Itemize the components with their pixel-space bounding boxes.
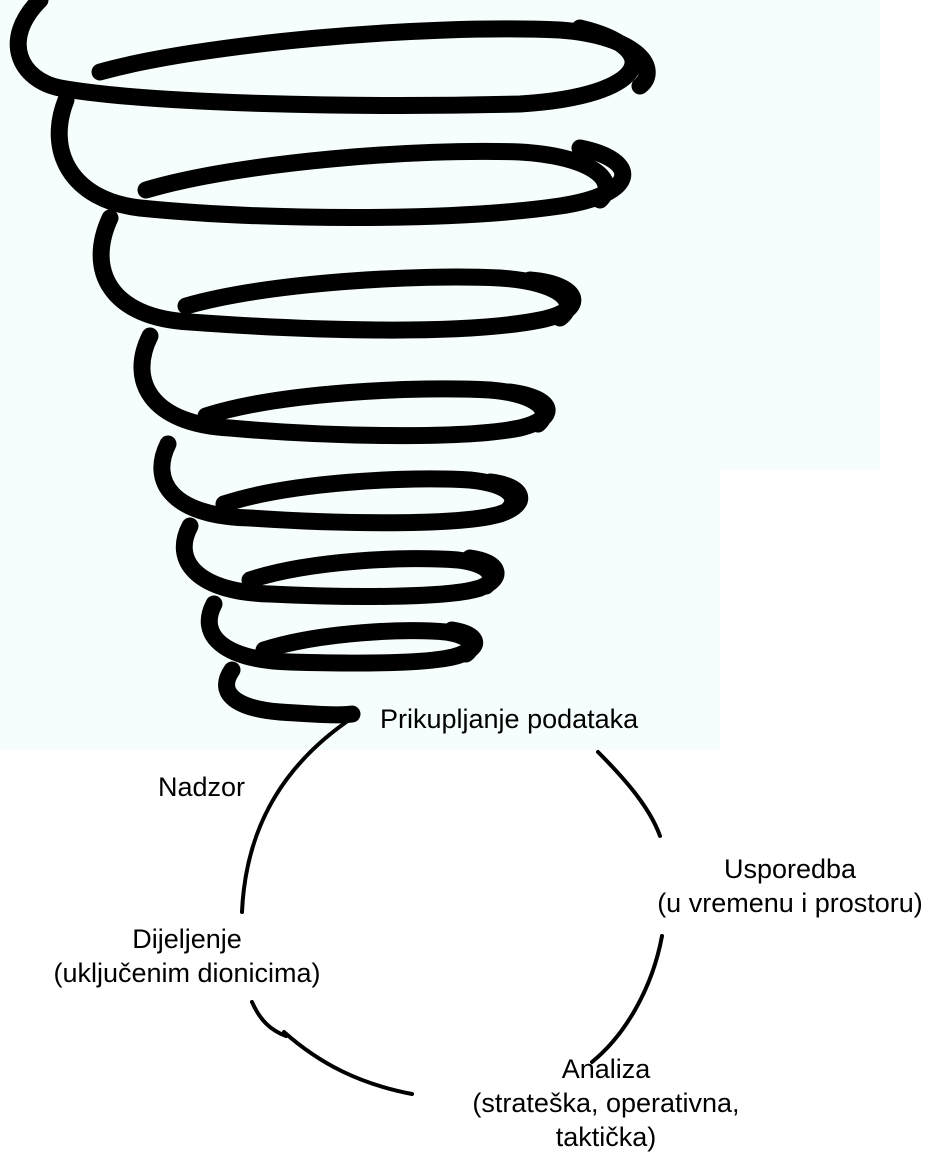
label-sharing: Dijeljenje (uključenim dionicima) bbox=[14, 922, 360, 990]
label-sharing-subtitle: (uključenim dionicima) bbox=[14, 956, 360, 990]
arc-monitoring bbox=[242, 718, 352, 912]
spiral-loop-2-front bbox=[146, 151, 606, 200]
spiral-loop-1-back bbox=[18, 0, 633, 105]
spiral-loop-7-front bbox=[264, 631, 471, 654]
label-analysis-subtitle-2: taktička) bbox=[436, 1120, 776, 1154]
cycle-arcs bbox=[242, 718, 662, 1094]
label-sharing-title: Dijeljenje bbox=[14, 922, 360, 956]
spiral-loop-6-front bbox=[250, 559, 490, 586]
label-comparison-subtitle: (u vremenu i prostoru) bbox=[640, 886, 940, 920]
label-monitoring: Nadzor bbox=[158, 770, 245, 804]
spiral-loop-4-front bbox=[206, 389, 543, 424]
arc-sharing bbox=[252, 1002, 286, 1036]
label-monitoring-text: Nadzor bbox=[158, 770, 245, 804]
spiral-tail bbox=[227, 670, 352, 715]
arc-comparison-to-analysis bbox=[592, 936, 662, 1062]
spiral bbox=[18, 0, 647, 715]
label-analysis-subtitle-1: (strateška, operativna, bbox=[436, 1086, 776, 1120]
label-data-collection: Prikupljanje podataka bbox=[380, 702, 638, 736]
label-analysis-title: Analiza bbox=[436, 1052, 776, 1086]
label-comparison-title: Usporedba bbox=[640, 852, 940, 886]
label-analysis: Analiza (strateška, operativna, taktička… bbox=[436, 1052, 776, 1154]
spiral-loop-1-front bbox=[100, 29, 647, 86]
label-comparison: Usporedba (u vremenu i prostoru) bbox=[640, 852, 940, 920]
arc-collection-to-comparison bbox=[598, 752, 660, 836]
spiral-loop-5-front bbox=[224, 479, 513, 510]
label-data-collection-text: Prikupljanje podataka bbox=[380, 702, 638, 736]
spiral-loop-3-front bbox=[186, 277, 568, 318]
arc-analysis-to-sharing bbox=[284, 1032, 412, 1094]
